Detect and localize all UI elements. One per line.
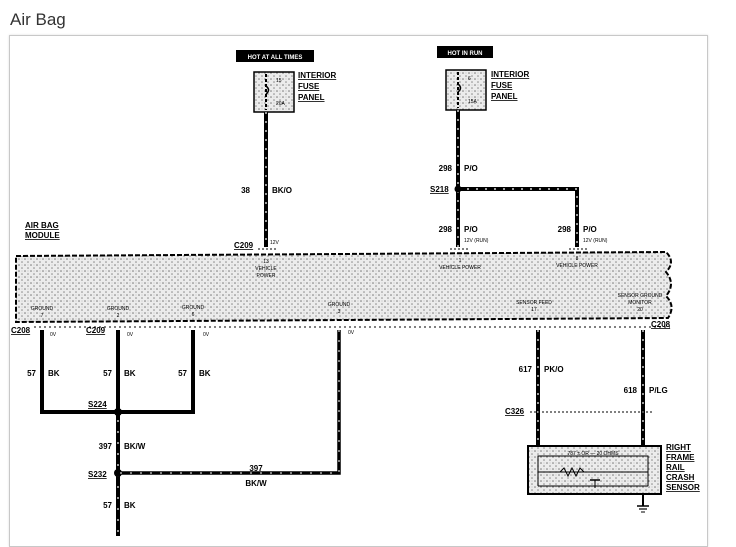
wire-38-color: BK/O	[272, 186, 292, 195]
svg-text:7: 7	[41, 313, 44, 319]
connector-c209-top: C209	[234, 241, 254, 250]
svg-text:VEHICLE POWER: VEHICLE POWER	[556, 263, 598, 269]
splice-s224-label: S224	[88, 400, 107, 409]
splice-s232-label: S232	[88, 470, 107, 479]
svg-text:SENSOR GROUND: SENSOR GROUND	[618, 293, 663, 299]
svg-text:POWER: POWER	[257, 273, 276, 279]
fuse-right-box: 6 15A	[445, 69, 487, 111]
connector-c208-left: C208	[11, 326, 31, 335]
splice-s218	[454, 185, 462, 193]
svg-text:2: 2	[117, 313, 120, 319]
sensor-resistance: 787 ± OR — 20 OHMS	[567, 451, 619, 457]
wire-618-number: 618	[624, 386, 638, 395]
svg-text:INTERIOR: INTERIOR	[298, 71, 336, 80]
wire-397b-number: 397	[249, 464, 263, 473]
wire-57c-color: BK	[199, 369, 211, 378]
wire-397a-color: BK/W	[124, 442, 146, 451]
svg-text:GROUND: GROUND	[182, 305, 205, 311]
svg-text:20A: 20A	[276, 101, 286, 107]
svg-text:SENSOR: SENSOR	[666, 483, 700, 492]
fuse-left-label: INTERIOR FUSE PANEL	[298, 71, 336, 102]
splice-s218-label: S218	[430, 185, 449, 194]
wiring-diagram: HOT AT ALL TIMES HOT IN RUN 15 20A INTER…	[11, 46, 700, 536]
wire-57b-number: 57	[103, 369, 112, 378]
wire-298c-voltage: 12V (RUN)	[583, 238, 608, 244]
svg-text:CRASH: CRASH	[666, 473, 695, 482]
wire-298b-number: 298	[439, 225, 453, 234]
crash-sensor-label: RIGHT FRAME RAIL CRASH SENSOR	[666, 443, 700, 492]
module-name-line1: AIR BAG	[25, 221, 59, 230]
svg-text:13: 13	[263, 259, 269, 265]
wire-298a-color: P/O	[464, 164, 478, 173]
svg-text:15: 15	[276, 78, 282, 84]
wire-617-color: PK/O	[544, 365, 564, 374]
fuse-right-header: HOT IN RUN	[437, 46, 493, 58]
svg-text:1: 1	[459, 258, 462, 264]
module-name-line2: MODULE	[25, 231, 60, 240]
svg-text:20: 20	[637, 307, 643, 313]
wire-57c-number: 57	[178, 369, 187, 378]
fuse-right-label: INTERIOR FUSE PANEL	[491, 70, 529, 101]
page-title: Air Bag	[10, 10, 66, 29]
svg-text:FUSE: FUSE	[298, 82, 320, 91]
wire-57a-number: 57	[27, 369, 36, 378]
ground-symbol-icon	[637, 494, 649, 513]
svg-text:FRAME: FRAME	[666, 453, 695, 462]
svg-text:PANEL: PANEL	[491, 92, 518, 101]
svg-text:15A: 15A	[468, 99, 478, 105]
svg-text:GROUND: GROUND	[107, 306, 130, 312]
wire-57d-number: 57	[103, 501, 112, 510]
svg-text:GROUND: GROUND	[31, 306, 54, 312]
fuse-left-box: 15 20A	[253, 71, 295, 113]
wire-298c-number: 298	[558, 225, 572, 234]
svg-text:VEHICLE: VEHICLE	[255, 266, 277, 272]
wire-38-voltage: 12V	[270, 240, 280, 246]
wire-397a-number: 397	[99, 442, 113, 451]
pin6-voltage: 0V	[203, 332, 210, 338]
wire-298	[456, 110, 579, 247]
svg-text:VEHICLE POWER: VEHICLE POWER	[439, 265, 481, 271]
wire-57a-color: BK	[48, 369, 60, 378]
wire-38-number: 38	[241, 186, 250, 195]
fuse-left-header: HOT AT ALL TIMES	[236, 50, 314, 62]
wire-298c-color: P/O	[583, 225, 597, 234]
wire-298b-voltage: 12V (RUN)	[464, 238, 489, 244]
svg-text:SENSOR FEED: SENSOR FEED	[516, 300, 552, 306]
svg-text:PANEL: PANEL	[298, 93, 325, 102]
wire-397b-color: BK/W	[245, 479, 267, 488]
module-pin-labels: 13 VEHICLE POWER 1 VEHICLE POWER 8 VEHIC…	[31, 256, 663, 319]
svg-text:RIGHT: RIGHT	[666, 443, 691, 452]
svg-text:MONITOR: MONITOR	[628, 300, 652, 306]
svg-text:RAIL: RAIL	[666, 463, 685, 472]
svg-text:INTERIOR: INTERIOR	[491, 70, 529, 79]
wire-298b-color: P/O	[464, 225, 478, 234]
svg-text:3: 3	[338, 309, 341, 315]
wire-57b-color: BK	[124, 369, 136, 378]
wire-618-color: P/LG	[649, 386, 668, 395]
wire-57d-color: BK	[124, 501, 136, 510]
airbag-module-body	[15, 250, 673, 324]
wire-397	[118, 330, 341, 475]
pin3-voltage: 0V	[348, 330, 355, 336]
svg-text:17: 17	[531, 307, 537, 313]
crash-sensor-box	[527, 445, 662, 495]
svg-text:6: 6	[192, 312, 195, 318]
wire-298a-number: 298	[439, 164, 453, 173]
connector-c326: C326	[505, 407, 525, 416]
connector-c209-bottom: C209	[86, 326, 106, 335]
pin2-voltage: 0V	[127, 332, 134, 338]
pin7-voltage: 0V	[50, 332, 57, 338]
svg-text:GROUND: GROUND	[328, 302, 351, 308]
svg-text:HOT AT ALL TIMES: HOT AT ALL TIMES	[248, 55, 303, 61]
svg-text:FUSE: FUSE	[491, 81, 513, 90]
splice-s224	[114, 408, 122, 416]
wire-617-number: 617	[519, 365, 533, 374]
connector-c208-right: C208	[651, 320, 671, 329]
svg-text:HOT IN RUN: HOT IN RUN	[448, 51, 483, 57]
svg-text:6: 6	[468, 76, 471, 82]
svg-text:8: 8	[576, 256, 579, 262]
